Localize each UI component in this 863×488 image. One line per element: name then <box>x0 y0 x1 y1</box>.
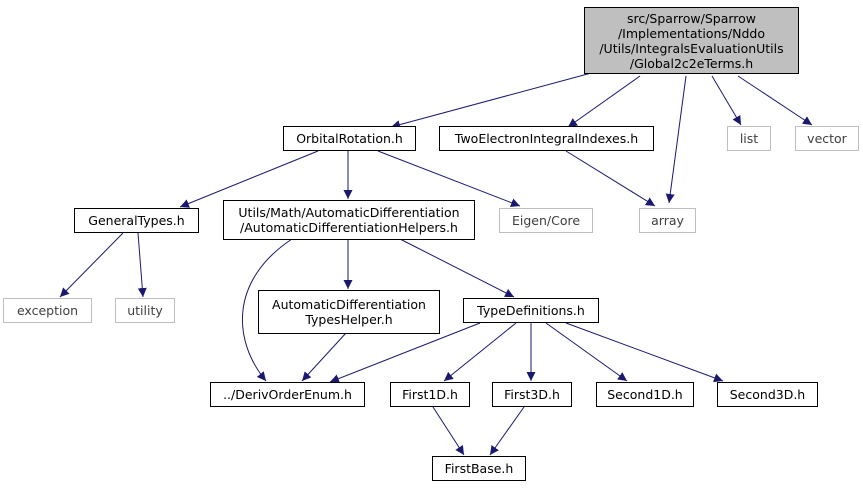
edge-orbital-eigen-core <box>377 150 521 207</box>
node-global2c2eterms[interactable]: src/Sparrow/Sparrow /Implementations/Ndd… <box>584 7 799 74</box>
edge-two-electron-array <box>565 150 656 207</box>
node-utility: utility <box>115 298 175 323</box>
node-eigen-core: Eigen/Core <box>499 208 593 233</box>
node-second3d[interactable]: Second3D.h <box>717 382 818 407</box>
edges <box>59 71 813 456</box>
edge-helpers-type-definitions <box>399 238 515 298</box>
node-type-definitions[interactable]: TypeDefinitions.h <box>463 298 599 323</box>
node-second1d[interactable]: Second1D.h <box>596 382 694 407</box>
edge-typedefs-second3d <box>565 322 724 383</box>
edge-root-orbital-rotation <box>390 71 596 130</box>
node-orbital-rotation[interactable]: OrbitalRotation.h <box>283 126 416 151</box>
edge-root-array <box>665 75 687 204</box>
node-automatic-differentiation-types-helper[interactable]: AutomaticDifferentiation TypesHelper.h <box>258 290 440 334</box>
edge-root-vector <box>737 75 813 126</box>
edge-helpers-deriv-order <box>241 238 293 382</box>
node-automatic-differentiation-helpers[interactable]: Utils/Math/AutomaticDifferentiation /Aut… <box>223 200 475 240</box>
node-deriv-order-enum[interactable]: ../DerivOrderEnum.h <box>210 382 365 407</box>
node-first-base[interactable]: FirstBase.h <box>432 456 526 481</box>
edge-root-list <box>711 75 742 126</box>
edge-types-helper-deriv-order <box>301 332 347 382</box>
node-exception: exception <box>3 298 92 323</box>
node-two-electron-integral-indexes[interactable]: TwoElectronIntegralIndexes.h <box>439 126 654 151</box>
node-general-types[interactable]: GeneralTypes.h <box>74 208 199 233</box>
node-first3d[interactable]: First3D.h <box>492 382 572 407</box>
edge-first3d-first-base <box>489 406 525 456</box>
node-array: array <box>639 208 696 233</box>
edge-orbital-general-types <box>179 150 319 208</box>
edge-typedefs-first1d <box>443 322 517 382</box>
edge-first1d-first-base <box>432 406 465 456</box>
edge-general-exception <box>59 232 124 298</box>
edge-general-utility <box>137 232 147 298</box>
node-first1d[interactable]: First1D.h <box>390 382 470 407</box>
edge-root-two-electron <box>567 75 641 128</box>
node-list: list <box>727 126 771 151</box>
edge-typedefs-deriv-order <box>329 322 481 383</box>
edge-typedefs-second1d <box>545 322 628 382</box>
node-vector: vector <box>795 126 859 151</box>
